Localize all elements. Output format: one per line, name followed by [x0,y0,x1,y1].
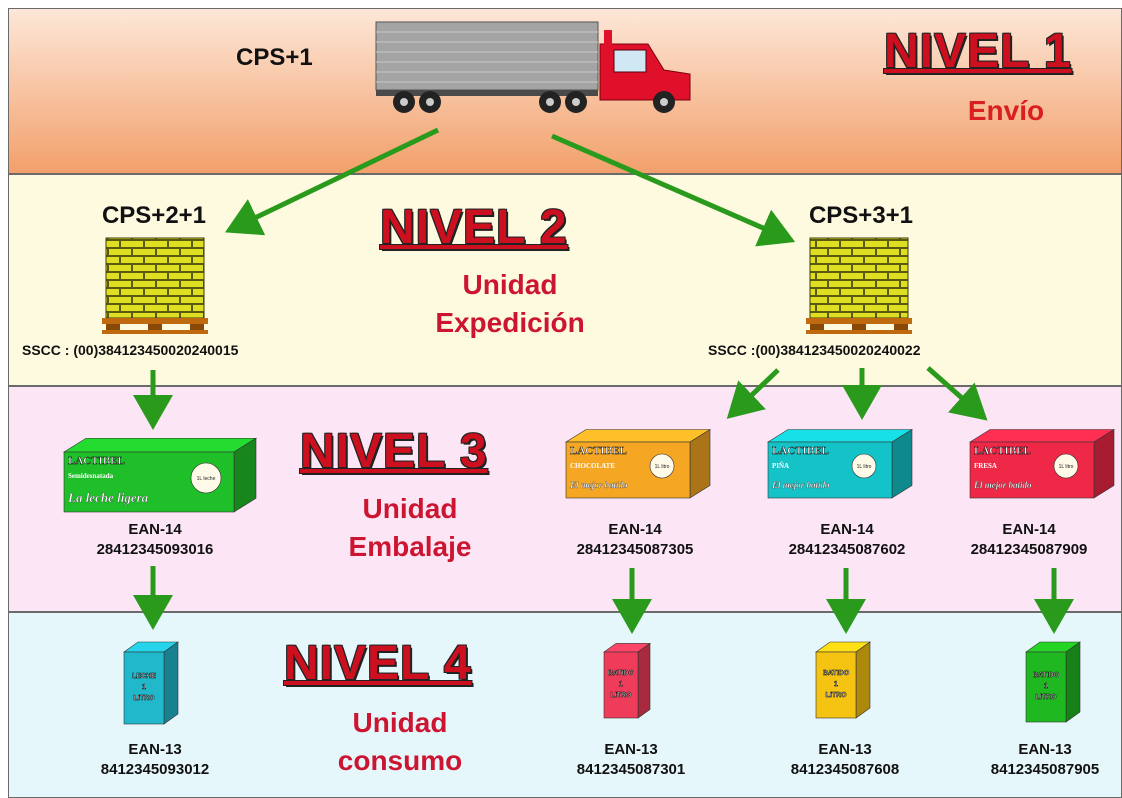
unit-text-3-2: 1 [834,681,838,688]
case-line1-label-2: CHOCOLATE [570,462,615,470]
pallet-right-sscc: SSCC :(00)384123450020240022 [708,342,921,358]
level-3-title: NIVEL 3 [300,425,488,478]
case-badge-1 [190,462,222,494]
unit-text-1-2: 1 [142,684,146,691]
case-badge-3 [851,453,877,479]
unit-text-4-1: BATIDO [1033,672,1060,679]
case-line2-label-1: La leche ligera [67,490,149,505]
case-badge-text-2: 1L litro [655,464,670,470]
case-box-2: LACTIBEL CHOCOLATE El mejor batido 1L litro [564,428,712,499]
unit-text-4-2: 1 [1044,683,1048,690]
case-badge-text-4: 1L litro [1059,464,1074,470]
case-box-1: LACTIBEL Semidesnatada La leche ligera 1L l… [62,437,258,513]
truck-label: CPS+1 [236,44,313,71]
case-badge-text-3: 1L litro [857,464,872,470]
unit-text-1-3: LITRO [134,695,156,702]
case-line1-label-4: FRESA [974,462,997,470]
level-1-subtitle: Envío [967,95,1045,126]
case-box-3: LACTIBEL PIÑA El mejor batido 1L litro [766,428,914,499]
truck-icon [375,21,691,113]
case-box-4: LACTIBEL FRESA El mejor batido 1L litro [968,428,1116,499]
pallet-right-label: CPS+3+1 [808,202,914,229]
level-4-title: NIVEL 4 [284,637,472,690]
case-brand-label-3: LACTIBEL [772,445,829,457]
pallet-icon-right [806,237,912,334]
unit-text-3-3: LITRO [826,692,848,699]
case-line2-label-2: El mejor batido [569,480,628,490]
unit-text-3-1: BATIDO [823,670,850,677]
case-brand-label-2: LACTIBEL [570,445,627,457]
unit-text-1-1: LECHE [132,673,156,680]
unit-text-2-2: 1 [619,681,623,688]
unit-text-2-1: BATIDO [608,670,635,677]
case-line2-label-4: El mejor batido [973,480,1032,490]
case-line1-label-3: PIÑA [772,462,789,470]
case-badge-text-1: 1L leche [197,476,216,482]
flow-arrows [133,127,1074,634]
case-badge-4 [1053,453,1079,479]
case-brand-label-4: LACTIBEL [974,445,1031,457]
pallet-left-sscc: SSCC : (00)384123450020240015 [22,342,239,358]
pallet-icon-left [102,237,208,334]
level-1-title: NIVEL 1 [884,25,1072,78]
level-4-band [8,612,1122,798]
case-line1-label-1: Semidesnatada [68,472,114,480]
case-brand-label-1: LACTIBEL [68,455,125,467]
level-2-title: NIVEL 2 [380,201,568,254]
pallet-left-label: CPS+2+1 [101,202,207,229]
unit-text-4-3: LITRO [1036,694,1058,701]
unit-text-2-3: LITRO [611,692,633,699]
case-line2-label-3: El mejor batido [771,480,830,490]
case-badge-2 [649,453,675,479]
